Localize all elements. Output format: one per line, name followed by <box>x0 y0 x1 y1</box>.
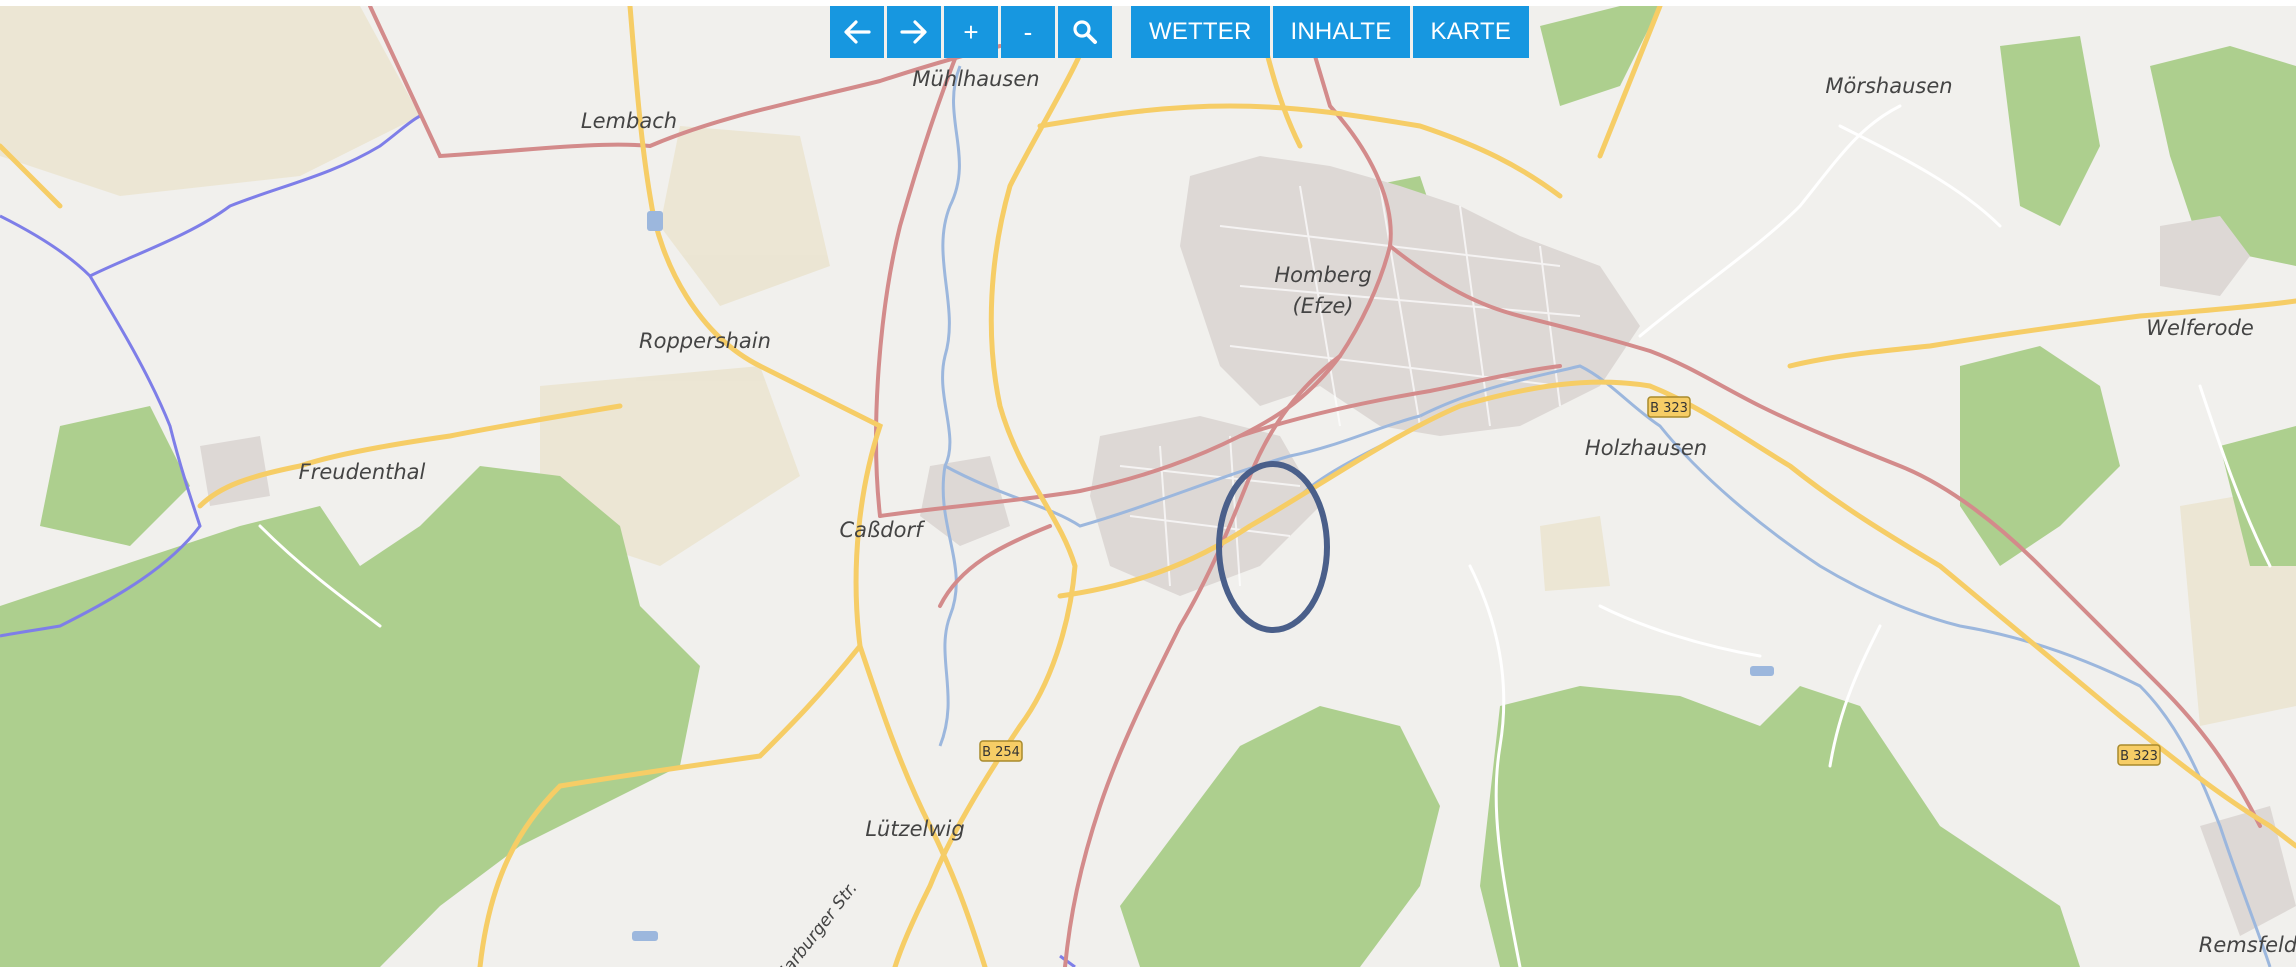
label-lembach: Lembach <box>581 109 677 133</box>
secondary-roads <box>368 6 2262 967</box>
settlement-areas <box>200 156 2296 936</box>
water-bodies <box>632 211 1774 941</box>
zoom-out-button[interactable]: - <box>1001 6 1055 58</box>
weather-button[interactable]: WETTER <box>1131 6 1270 58</box>
label-freudenthal: Freudenthal <box>299 460 426 484</box>
svg-text:B 323: B 323 <box>1650 401 1688 416</box>
label-remsfeld: Remsfeld <box>2199 933 2296 957</box>
label-homberg: Homberg <box>1274 263 1371 287</box>
contents-button[interactable]: INHALTE <box>1272 6 1410 58</box>
arrow-right-icon <box>900 20 928 44</box>
forest-areas <box>0 6 2296 967</box>
road-shield-b254: B 254 <box>979 740 1023 762</box>
label-moershausen: Mörshausen <box>1825 74 1952 98</box>
map-canvas[interactable]: B 323 B 323 B 254 Mühlhausen Lembach Mör… <box>0 6 2296 967</box>
zoom-in-label: + <box>963 17 979 47</box>
toolbar-spacer <box>1115 6 1128 58</box>
svg-text:B 254: B 254 <box>982 745 1020 760</box>
map-toolbar: + - WETTER INHALTE KARTE <box>830 6 1530 58</box>
zoom-out-label: - <box>1023 17 1033 47</box>
magnifier-icon <box>1072 19 1098 45</box>
road-shield-b323-a: B 323 <box>1647 396 1691 418</box>
map-button[interactable]: KARTE <box>1412 6 1530 58</box>
map-svg[interactable]: B 323 B 323 B 254 Mühlhausen Lembach Mör… <box>0 6 2296 967</box>
label-cassdorf: Caßdorf <box>840 518 927 542</box>
arrow-left-icon <box>843 20 871 44</box>
label-muehlhausen: Mühlhausen <box>912 67 1039 91</box>
label-efze: (Efze) <box>1293 294 1354 318</box>
primary-roads <box>0 6 2296 967</box>
zoom-in-button[interactable]: + <box>944 6 998 58</box>
label-holzhausen: Holzhausen <box>1585 436 1707 460</box>
label-roppershain: Roppershain <box>639 329 771 353</box>
back-button[interactable] <box>830 6 884 58</box>
svg-text:B 323: B 323 <box>2120 749 2158 764</box>
forward-button[interactable] <box>887 6 941 58</box>
road-shield-b323-b: B 323 <box>2117 744 2161 766</box>
highlight-ellipse <box>1216 461 1330 633</box>
label-luetzelwig: Lützelwig <box>865 817 964 841</box>
minor-roads <box>258 104 2272 967</box>
search-button[interactable] <box>1058 6 1112 58</box>
label-welferode: Welferode <box>2146 316 2254 340</box>
